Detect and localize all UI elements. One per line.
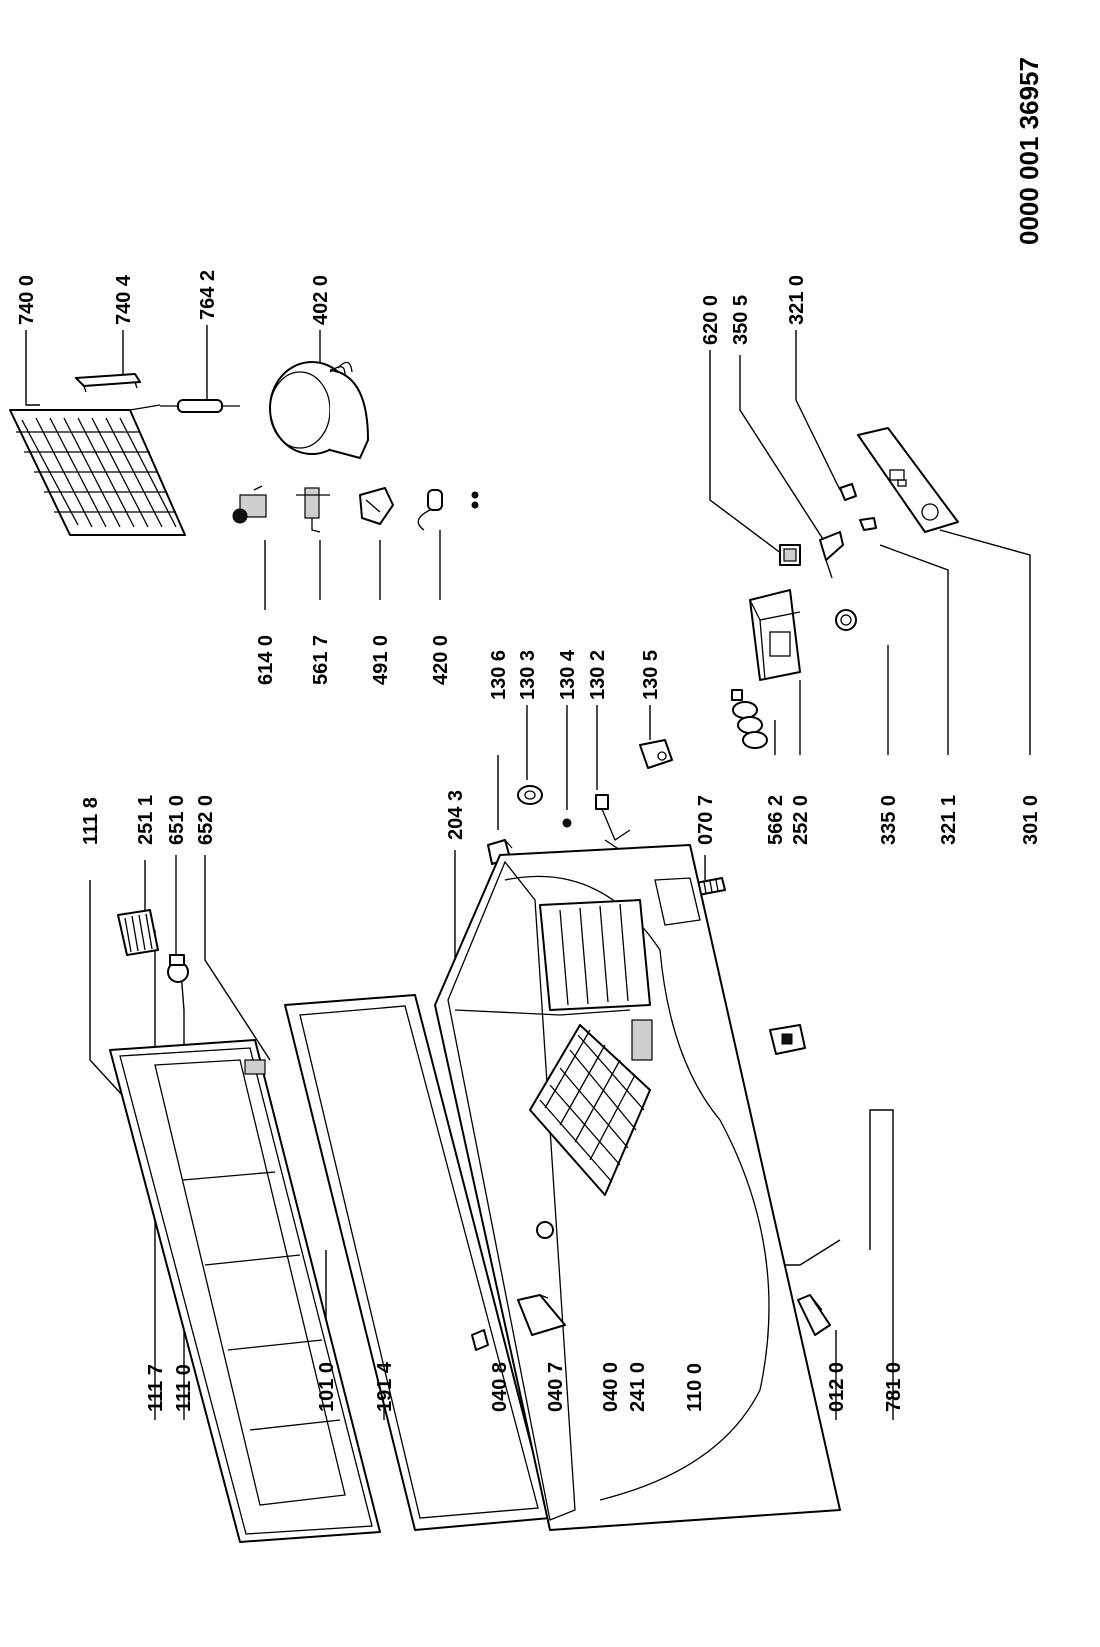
indicator-lens-drawing	[859, 517, 877, 531]
foot-clip-drawing	[471, 1329, 489, 1351]
foot-bracket-drawing	[517, 1294, 566, 1336]
label-241-0: 241 0	[627, 1362, 649, 1412]
nut-130-4-drawing	[562, 818, 572, 828]
indicator-drawing	[839, 483, 857, 501]
cam-130-3-drawing	[517, 785, 543, 805]
label-111-7: 111 7	[145, 1364, 167, 1412]
label-321-0: 321 0	[786, 275, 808, 325]
capacitor-drawing	[417, 489, 479, 531]
coil-clip-drawing	[75, 373, 141, 393]
label-251-1: 251 1	[135, 795, 157, 845]
label-651-0: 651 0	[166, 795, 188, 845]
label-040-0: 040 0	[600, 1362, 622, 1412]
label-614-0: 614 0	[255, 635, 277, 685]
label-130-4: 130 4	[557, 649, 579, 700]
label-420-0: 420 0	[430, 635, 452, 685]
label-620-0: 620 0	[700, 295, 722, 345]
label-040-7: 040 7	[545, 1362, 567, 1412]
bulb-drawing	[167, 954, 189, 983]
lamp-holder-drawing	[779, 544, 801, 566]
label-781-0: 781 0	[883, 1362, 905, 1412]
label-402-0: 402 0	[310, 275, 332, 325]
part-labels: 111 7 111 0 101 0 191 4 040 8 040 7 040 …	[16, 270, 1042, 1412]
hinge-drawing	[769, 1024, 806, 1055]
label-350-5: 350 5	[730, 295, 752, 345]
label-111-8: 111 8	[80, 797, 102, 845]
wall-spacer-drawing	[797, 1294, 831, 1336]
document-number: 0000 001 36957	[1014, 57, 1044, 245]
filter-drier-drawing	[160, 399, 240, 413]
label-204-3: 204 3	[445, 790, 467, 840]
label-130-2: 130 2	[587, 650, 609, 700]
thermostat-drawing	[232, 485, 267, 524]
label-130-6: 130 6	[488, 650, 510, 700]
label-740-4: 740 4	[113, 274, 135, 325]
relay-cover-drawing	[359, 487, 394, 525]
cabinet-body-drawing	[434, 844, 841, 1531]
spring-drawing	[731, 689, 768, 749]
basket-handle-drawing	[631, 1019, 653, 1061]
label-321-1: 321 1	[938, 795, 960, 845]
label-252-0: 252 0	[790, 795, 812, 845]
hinge-spring-drawing	[595, 794, 631, 851]
label-652-0: 652 0	[195, 795, 217, 845]
label-111-0: 111 0	[173, 1364, 195, 1412]
label-070-7: 070 7	[695, 795, 717, 845]
foot-drawing	[536, 1221, 554, 1239]
lamp-drawing	[835, 609, 857, 631]
label-335-0: 335 0	[878, 795, 900, 845]
compressor-drawing	[269, 361, 369, 459]
lamp-cover-drawing	[117, 909, 159, 956]
wire-basket-drawing	[529, 1024, 651, 1196]
label-130-3: 130 3	[517, 650, 539, 700]
label-491-0: 491 0	[370, 635, 392, 685]
label-566-2: 566 2	[765, 795, 787, 845]
hinge-cover-drawing	[639, 739, 673, 769]
label-191-4: 191 4	[374, 1361, 396, 1412]
label-110-0: 110 0	[684, 1363, 706, 1412]
label-561-7: 561 7	[310, 635, 332, 685]
label-101-0: 101 0	[316, 1362, 338, 1412]
label-764-2: 764 2	[197, 270, 219, 320]
control-panel-drawing	[857, 427, 959, 533]
starter-relay-drawing	[296, 487, 330, 533]
sensor-drawing	[819, 531, 844, 579]
label-301-0: 301 0	[1020, 795, 1042, 845]
control-housing-drawing	[749, 589, 801, 681]
label-012-0: 012 0	[826, 1362, 848, 1412]
freezer-lid-drawing	[109, 1039, 381, 1543]
label-740-0: 740 0	[16, 275, 38, 325]
label-040-8: 040 8	[489, 1362, 511, 1412]
evaporator-coil-drawing	[9, 404, 186, 536]
label-130-5: 130 5	[640, 650, 662, 700]
